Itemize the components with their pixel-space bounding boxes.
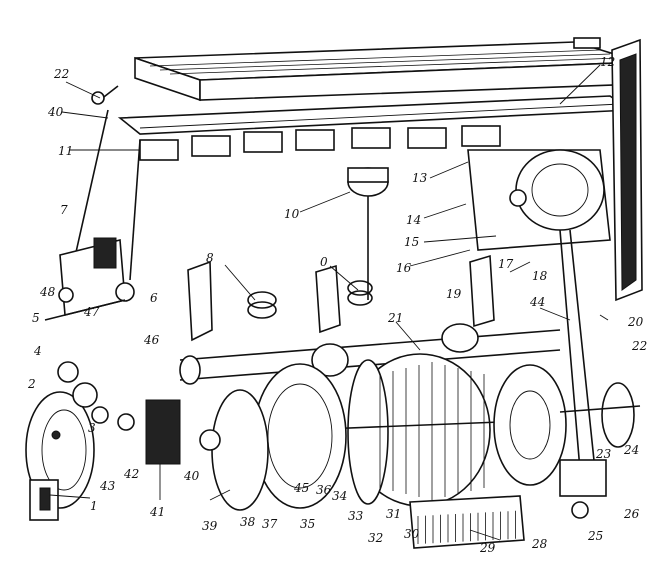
callout-42: 42 — [123, 467, 139, 481]
callout-7: 7 — [60, 203, 68, 217]
callout-45: 45 — [293, 481, 309, 495]
callout-5: 5 — [32, 311, 40, 325]
callout-23: 23 — [595, 447, 612, 461]
callout-8: 8 — [206, 251, 214, 265]
callout-26: 26 — [623, 507, 640, 521]
relay-10 — [347, 167, 389, 300]
callout-25: 25 — [587, 529, 603, 543]
callout-20: 20 — [627, 315, 644, 329]
callout-37: 37 — [262, 517, 278, 531]
callout-30: 30 — [404, 527, 420, 541]
callout-41: 41 — [149, 505, 165, 519]
callout-16: 16 — [396, 261, 412, 275]
callout-46: 46 — [143, 333, 160, 347]
callout-9: 0 — [320, 255, 328, 269]
callout-24: 24 — [623, 443, 639, 457]
callout-33: 33 — [348, 509, 364, 523]
left-lever-assembly — [44, 237, 135, 321]
callout-14: 14 — [406, 213, 421, 227]
left-end-disk — [25, 391, 95, 521]
callout-18: 18 — [532, 269, 548, 283]
callout-22: 22 — [53, 67, 69, 81]
callout-31: 31 — [386, 507, 401, 521]
callout-6: 6 — [150, 291, 158, 305]
callout-11: 11 — [58, 144, 73, 158]
callout-4: 4 — [33, 344, 42, 358]
callout-47: 47 — [83, 305, 100, 319]
left-gears — [57, 361, 135, 431]
callout-32: 32 — [368, 531, 383, 545]
callout-40: 40 — [47, 105, 64, 119]
callout-17: 17 — [498, 257, 514, 271]
left-rods — [71, 85, 141, 281]
cam-levers — [187, 254, 495, 342]
callout-48: 48 — [39, 285, 56, 299]
callout-labels: 1 2 3 4 5 6 7 8 0 10 11 12 13 14 15 16 1… — [27, 55, 647, 555]
solenoid-row — [139, 125, 501, 161]
callout-2: 2 — [27, 377, 36, 391]
callout-13: 13 — [412, 171, 428, 185]
right-frame-column — [573, 37, 643, 302]
callout-43: 43 — [99, 479, 116, 493]
callout-35: 35 — [300, 517, 315, 531]
callout-1: 1 — [90, 499, 98, 513]
callout-3: 3 — [88, 421, 96, 435]
callout-28: 28 — [531, 537, 548, 551]
front-disks — [145, 363, 347, 511]
callout-34: 34 — [332, 489, 347, 503]
callout-10: 10 — [284, 207, 300, 221]
callout-38: 38 — [240, 515, 256, 529]
terminal-block — [409, 495, 525, 549]
right-gears — [493, 364, 641, 519]
drum-commutator — [299, 353, 501, 507]
top-frame-bar — [117, 41, 641, 135]
callout-15: 15 — [404, 235, 419, 249]
callout-21: 21 — [387, 311, 403, 325]
callout-12: 12 — [600, 55, 615, 69]
callout-36: 36 — [316, 483, 332, 497]
callout-29: 29 — [479, 541, 496, 555]
callout-22b: 22 — [631, 339, 647, 353]
callout-39: 39 — [202, 519, 218, 533]
motor-housing — [467, 149, 611, 471]
callout-19: 19 — [446, 287, 462, 301]
callout-40b: 40 — [183, 469, 200, 483]
leader-lines — [49, 64, 609, 541]
callout-44: 44 — [529, 295, 545, 309]
